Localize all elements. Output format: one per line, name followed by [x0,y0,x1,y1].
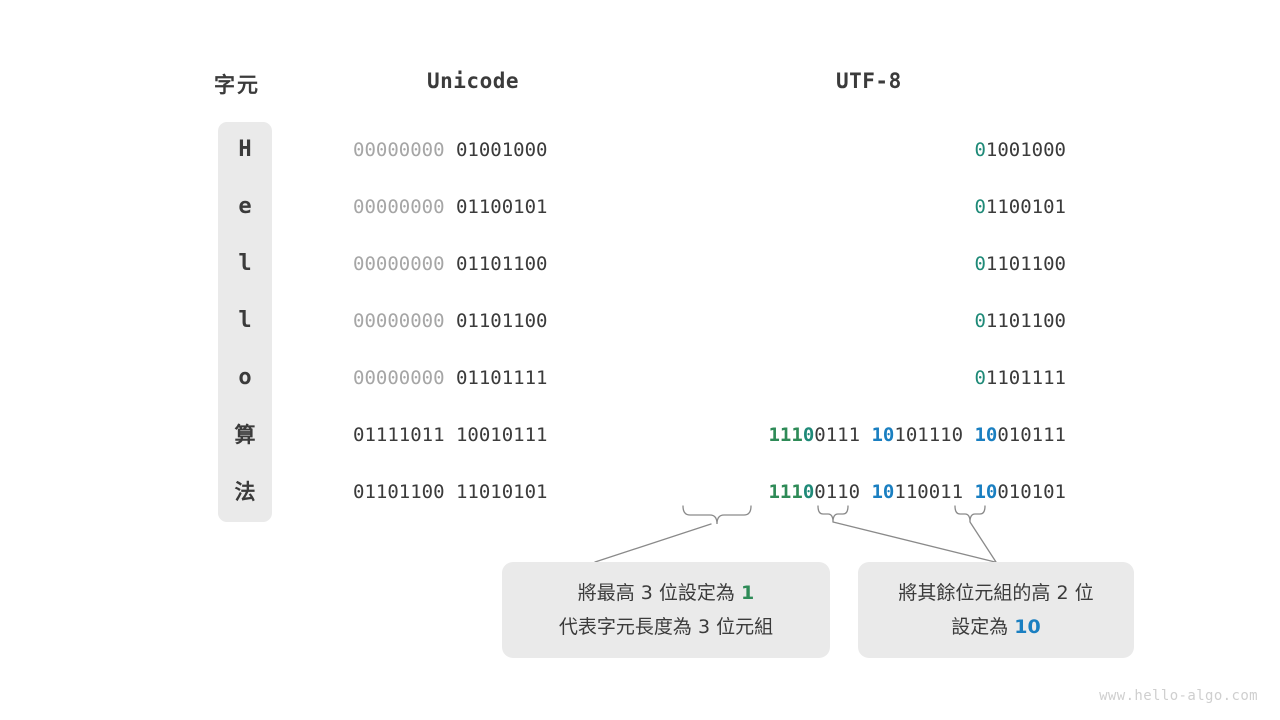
unicode-low-byte: 11010101 [455,481,548,503]
leader-line-3 [969,521,997,563]
utf8-space [860,481,871,503]
table-row-char-2: l [238,251,252,276]
utf8-lead-payload: 1001000 [985,139,1066,161]
utf8-lead-marker: 0 [974,196,986,218]
character-column-panel [218,122,272,522]
utf8-bits-row-1: 01100101 [974,193,1066,221]
unicode-bits-row-1: 00000000 01100101 [353,193,547,221]
leader-line-1 [594,523,712,563]
utf8-continuation-marker: 10 [871,481,895,503]
utf8-lead-marker: 0 [974,367,986,389]
utf8-bits-row-6: 11100110 10110011 10010101 [768,478,1066,506]
utf8-continuation-marker: 10 [974,424,998,446]
callout-length-marker: 將最高 3 位設定為 1 代表字元長度為 3 位元組 [502,562,830,658]
table-row-char-6: 法 [234,480,256,504]
unicode-high-byte: 00000000 [353,310,445,332]
utf8-bits-row-3: 01101100 [974,307,1066,335]
unicode-space [445,424,456,446]
utf8-length-terminator: 0 [802,481,815,503]
column-header-character: 字元 [214,73,260,97]
unicode-space [445,196,456,218]
column-header-utf8: UTF-8 [836,69,902,93]
utf8-byte3-payload: 010101 [997,481,1066,503]
unicode-low-byte: 01101111 [455,367,548,389]
utf8-space [963,424,974,446]
table-row-char-4: o [238,365,252,390]
callout-1-line-1: 將最高 3 位設定為 1 [520,576,812,610]
table-row-char-0: H [238,137,252,162]
utf8-length-marker: 111 [768,481,803,503]
callout-1-highlight: 1 [740,582,755,604]
utf8-lead-payload: 1101111 [985,367,1066,389]
utf8-lead-marker: 0 [974,310,986,332]
brace-continuation-2 [954,505,986,523]
unicode-high-byte: 00000000 [353,253,445,275]
unicode-bits-row-5: 01111011 10010111 [353,421,547,449]
unicode-low-byte: 01001000 [455,139,548,161]
utf8-byte2-payload: 101110 [894,424,964,446]
unicode-high-byte: 01111011 [353,424,445,446]
callout-2-line-2-text: 設定為 [951,616,1015,638]
utf8-continuation-marker: 10 [974,481,998,503]
utf8-byte2-payload: 110011 [894,481,964,503]
unicode-low-byte: 01101100 [455,253,548,275]
callout-continuation-marker: 將其餘位元組的高 2 位 設定為 10 [858,562,1134,658]
callout-2-line-2: 設定為 10 [876,610,1116,644]
callout-2-line-1: 將其餘位元組的高 2 位 [898,582,1094,604]
unicode-space [445,367,456,389]
utf8-lead-marker: 0 [974,253,986,275]
utf8-byte1-payload: 0110 [814,481,861,503]
utf8-lead-payload: 1100101 [985,196,1066,218]
unicode-space [445,253,456,275]
callout-1-line-1-text: 將最高 3 位設定為 [577,582,741,604]
utf8-length-marker: 111 [768,424,803,446]
utf8-bits-row-0: 01001000 [974,136,1066,164]
unicode-bits-row-6: 01101100 11010101 [353,478,547,506]
callout-2-highlight: 10 [1014,616,1041,638]
unicode-low-byte: 01100101 [455,196,548,218]
utf8-continuation-marker: 10 [871,424,895,446]
site-watermark: www.hello-algo.com [1099,688,1258,704]
brace-continuation-1 [817,505,849,523]
unicode-high-byte: 00000000 [353,196,445,218]
utf8-byte1-payload: 0111 [814,424,861,446]
utf8-byte3-payload: 010111 [997,424,1066,446]
utf8-lead-payload: 1101100 [985,253,1066,275]
leader-line-2 [832,521,996,563]
unicode-bits-row-4: 00000000 01101111 [353,364,547,392]
callout-1-line-2: 代表字元長度為 3 位元組 [558,616,774,638]
unicode-bits-row-2: 00000000 01101100 [353,250,547,278]
utf8-space [963,481,974,503]
unicode-bits-row-0: 00000000 01001000 [353,136,547,164]
utf8-lead-marker: 0 [974,139,986,161]
unicode-space [445,481,456,503]
column-header-unicode: Unicode [427,69,520,93]
unicode-low-byte: 01101100 [455,310,548,332]
utf8-bits-row-4: 01101111 [974,364,1066,392]
unicode-space [445,139,456,161]
unicode-high-byte: 00000000 [353,367,445,389]
table-row-char-3: l [238,308,252,333]
table-row-char-5: 算 [234,423,256,447]
utf8-bits-row-5: 11100111 10101110 10010111 [768,421,1066,449]
utf8-lead-payload: 1101100 [985,310,1066,332]
unicode-bits-row-3: 00000000 01101100 [353,307,547,335]
brace-length-marker [682,505,752,525]
utf8-bits-row-2: 01101100 [974,250,1066,278]
utf8-space [860,424,871,446]
table-row-char-1: e [238,194,252,219]
utf8-length-terminator: 0 [802,424,815,446]
unicode-high-byte: 01101100 [353,481,445,503]
unicode-high-byte: 00000000 [353,139,445,161]
unicode-space [445,310,456,332]
unicode-low-byte: 10010111 [455,424,548,446]
